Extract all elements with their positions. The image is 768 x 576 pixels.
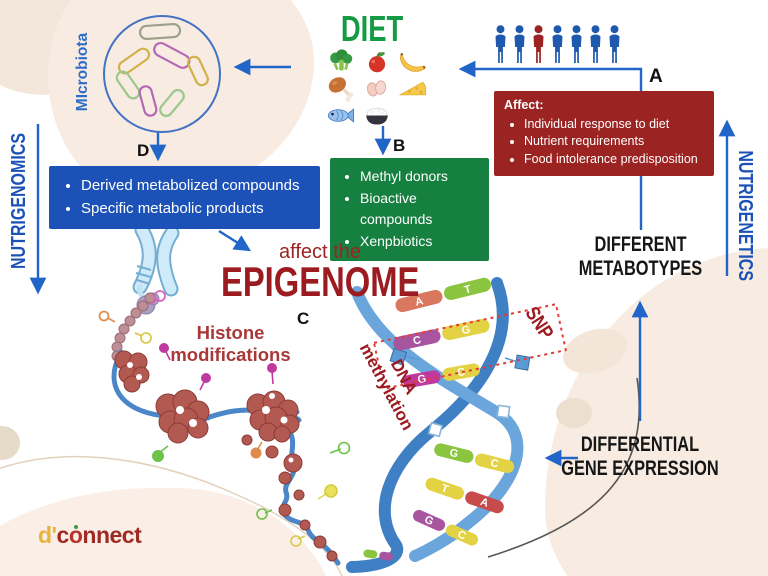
microbiota-products-box: Derived metabolized compounds Specific m… — [49, 166, 320, 229]
methyl-group-icons — [389, 347, 531, 438]
affect-the-text: affect the — [279, 241, 361, 263]
nucleosome-cluster-b — [155, 389, 210, 444]
microbiota-label: MIcrobiota — [74, 32, 91, 112]
svg-text:G: G — [417, 373, 428, 386]
person-icon-highlighted — [533, 25, 544, 63]
person-icon — [514, 25, 525, 63]
nutrigenomics-label: NUTRIGENOMICS — [8, 133, 30, 269]
dna-rung-5: T A — [425, 477, 504, 514]
svg-text:T: T — [439, 482, 450, 496]
epigenome-title: EPIGENOME — [220, 258, 420, 305]
bacteria-icons — [115, 22, 209, 117]
logo-c: c — [56, 522, 70, 548]
chromatin-coil — [98, 290, 166, 362]
logo-decorated-o: o — [68, 522, 83, 548]
arrow-box-d-to-epigenome — [218, 229, 252, 252]
dna-rung-4: G C — [434, 443, 515, 474]
histone-modifications-label: Histone modifications — [170, 322, 291, 365]
svg-text:A: A — [414, 295, 425, 309]
person-icon — [571, 25, 582, 63]
nucleosome-cluster-a — [114, 350, 150, 393]
dna-rung-6: G C — [413, 509, 479, 546]
label-c: C — [297, 309, 310, 328]
differential-gene-expression-label: DIFFERENTIAL GENE EXPRESSION — [561, 433, 719, 480]
broccoli-icon — [330, 49, 353, 71]
svg-text:C: C — [489, 457, 500, 471]
food-grid — [324, 48, 430, 129]
affect-item: Individual response to diet — [524, 116, 704, 134]
apple-icon — [368, 51, 386, 73]
microbiota-product-item: Derived metabolized compounds — [81, 175, 308, 198]
dna-helix: A T C G G C G C — [346, 277, 567, 573]
diet-compound-item: Xenpbiotics — [360, 231, 479, 253]
svg-text:T: T — [463, 283, 473, 296]
logo-prefix: d' — [38, 522, 57, 548]
dna-rung-tail — [363, 549, 394, 561]
svg-text:C: C — [412, 334, 422, 347]
label-a: A — [649, 66, 663, 87]
background-blob-right-tiny — [556, 398, 592, 428]
svg-text:G: G — [461, 324, 472, 338]
banana-icon — [399, 52, 426, 72]
person-icon — [609, 25, 620, 63]
label-d: D — [137, 141, 150, 160]
logo-rest: nnect — [82, 522, 142, 548]
dna-rung-2: C G — [393, 318, 490, 351]
cheese-icon — [398, 81, 427, 96]
histone-modification-marks — [152, 343, 351, 547]
eggs-icon — [367, 80, 387, 97]
rice-bowl-icon — [366, 107, 388, 125]
different-metabotypes-label: DIFFERENT METABOTYPES — [578, 233, 703, 280]
background-blob-left-edge — [0, 426, 20, 460]
diet-compound-item: Methyl donors — [360, 166, 479, 188]
dna-rung-3: G C — [403, 363, 481, 388]
diet-title: DIET — [340, 8, 404, 49]
person-icon — [590, 25, 601, 63]
diet-compound-item: Bioactive compounds — [360, 188, 479, 231]
microbiota-circle — [103, 15, 221, 133]
affect-item: Food intolerance predisposition — [524, 151, 704, 169]
fish-icon — [327, 108, 355, 123]
person-icon — [552, 25, 563, 63]
affect-item: Nutrient requirements — [524, 133, 704, 151]
microbiota-product-item: Specific metabolic products — [81, 198, 308, 221]
nutrigenetics-label: NUTRIGENETICS — [734, 150, 756, 282]
nucleosome-cluster-c — [246, 390, 300, 443]
svg-text:G: G — [448, 447, 459, 461]
population-icons — [492, 25, 623, 65]
snp-dotted-box — [372, 303, 567, 391]
dconnect-logo: d'connect — [38, 522, 142, 549]
label-b: B — [393, 136, 406, 155]
dna-rung-1: A T — [395, 277, 491, 313]
chicken-leg-icon — [328, 77, 354, 102]
person-icon — [495, 25, 506, 63]
affect-box: Affect: Individual response to diet Nutr… — [494, 91, 714, 176]
affect-box-heading: Affect: — [504, 98, 544, 112]
svg-text:C: C — [456, 366, 466, 379]
bead-chain — [241, 434, 338, 562]
svg-text:A: A — [479, 496, 490, 510]
